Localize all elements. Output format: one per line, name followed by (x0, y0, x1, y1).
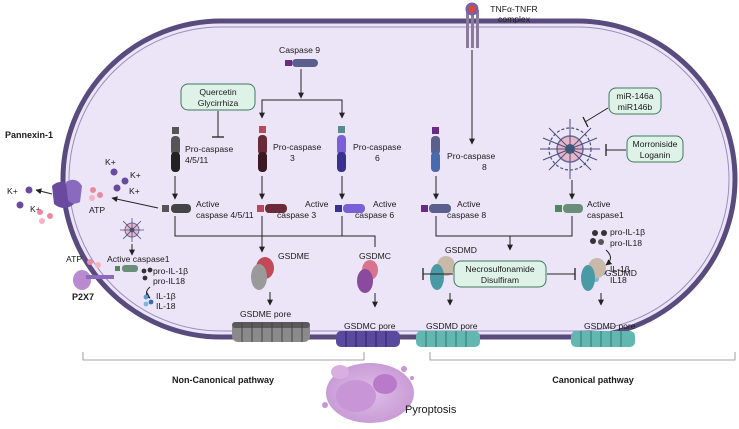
p2x7-receptor-icon (73, 270, 114, 290)
atp-label-2: ATP (66, 254, 82, 264)
active-c8-label-2: caspase 8 (447, 210, 486, 220)
gsdmd-right-protein-icon (581, 258, 606, 291)
gsdmc-label: GSDMC (359, 251, 391, 261)
procaspase-6-icon (337, 126, 346, 172)
mir146b-label: miR146b (618, 102, 653, 112)
pyroptotic-cell-icon (322, 363, 414, 423)
gsdme-pore-label: GSDME pore (240, 309, 291, 319)
noncanonical-label: Non-Canonical pathway (172, 375, 274, 385)
gsdme-protein-icon (251, 257, 274, 290)
active-c3-label-1: Active (305, 199, 329, 209)
morroniside-box (626, 135, 684, 163)
active-caspase-4511-icon (162, 204, 191, 213)
caspase9-icon (285, 59, 318, 67)
il1b-right: IL-1β (610, 264, 630, 274)
procaspase-4511-label-2: 4/5/11 (185, 155, 208, 165)
gsdmd-left-protein-icon (430, 256, 455, 290)
procaspase-3-label-2: 3 (290, 153, 295, 163)
active-caspase-6-icon (335, 204, 365, 213)
active-casp1-label-1: Active (587, 199, 611, 209)
active-c6-label-2: caspase 6 (355, 210, 394, 220)
atp-particles-inner (89, 187, 103, 201)
necrosulfonamide-label: Necrosulfonamide (465, 264, 534, 274)
k-ions (16, 168, 129, 209)
small-inflammasome-icon (120, 218, 144, 242)
active-c8-label-1: Active (457, 199, 481, 209)
quercetin-box (180, 83, 256, 111)
gsdmd-right-pore-icon (571, 331, 635, 347)
disulfiram-label: Disulfiram (481, 275, 519, 285)
active-c4511-label-1: Active (196, 199, 220, 209)
active-casp1-left-icon (115, 265, 138, 272)
procaspase-4511-icon (171, 127, 180, 172)
canonical-label: Canonical pathway (552, 375, 634, 385)
pro-il18-left: pro-IL18 (153, 276, 185, 286)
gsdme-label: GSDME (278, 251, 310, 261)
active-caspase1-icon (555, 204, 583, 213)
loganin-label: Loganin (640, 150, 671, 160)
cell-membrane-inner (68, 26, 730, 332)
pro-il1b-left: pro-IL-1β (153, 266, 188, 276)
tnf-receptor (465, 2, 479, 48)
il1b-left: IL-1β (156, 291, 176, 301)
active-caspase-8-icon (421, 204, 451, 213)
atp-label-1: ATP (89, 205, 105, 215)
glycirrhiza-label: Glycirrhiza (198, 98, 239, 108)
k-label-1: K+ (105, 157, 116, 167)
pyroptosis-label: Pyroptosis (405, 404, 457, 416)
mir146a-label: miR-146a (616, 91, 653, 101)
cell-membrane (60, 18, 738, 340)
gsdmd-left-label: GSDMD (445, 245, 477, 255)
procaspase-4511-label-1: Pro-caspase (185, 144, 233, 154)
gsdme-pore-icon (232, 322, 310, 342)
active-casp1-left-label: Active caspase1 (107, 254, 170, 264)
active-casp1-label-2: caspase1 (587, 210, 624, 220)
gsdmc-pore-label: GSDMC pore (344, 321, 396, 331)
atp-particles-outer (37, 209, 53, 224)
k-label-3: K+ (129, 186, 140, 196)
gsdmd-left-pore-label: GSDMD pore (426, 321, 478, 331)
pro-il1b-right: pro-IL-1β (610, 227, 645, 237)
k-label-4: K+ (7, 186, 18, 196)
active-c3-label-2: caspase 3 (277, 210, 316, 220)
p2x7-label: P2X7 (72, 292, 94, 302)
procaspase-8-label-2: 8 (482, 162, 487, 172)
procaspase-8-label-1: Pro-caspase (447, 151, 495, 161)
mir-box (608, 87, 662, 115)
tnf-label-1: TNFα-TNFR (490, 4, 537, 14)
active-caspase-3-icon (257, 204, 287, 213)
gsdmd-left-pore-icon (416, 331, 480, 347)
pannexin-label: Pannexin-1 (5, 130, 53, 140)
procaspase-6-label-2: 6 (375, 153, 380, 163)
atp-outer-p2x7 (87, 259, 101, 268)
tnf-label-2: complex (498, 14, 531, 24)
gsdmc-pore-icon (336, 331, 400, 347)
il18-left: IL-18 (156, 301, 176, 311)
pannexin-channel-icon (52, 179, 82, 208)
procaspase-8-icon (431, 127, 440, 172)
inflammasome-icon (540, 119, 600, 179)
active-c4511-label-2: caspase 4/5/11 (196, 210, 254, 220)
pro-cytokines-right (590, 230, 607, 245)
quercetin-label: Quercetin (199, 87, 236, 97)
gsdmd-right-label: GSDMD (605, 268, 637, 278)
pro-il18-right: pro-IL18 (610, 238, 642, 248)
k-label-2: K+ (130, 170, 141, 180)
procaspase-3-icon (258, 126, 267, 172)
procaspase-3-label-1: Pro-caspase (273, 142, 321, 152)
procaspase-6-label-1: Pro-caspase (353, 142, 401, 152)
il18-right: IL18 (610, 275, 627, 285)
k-label-5: K+ (30, 204, 41, 214)
mature-cytokines-left (143, 294, 154, 307)
necrosulfonamide-box (453, 260, 547, 288)
gsdmd-right-pore-label: GSDMD pore (584, 321, 636, 331)
caspase9-label: Caspase 9 (279, 45, 320, 55)
morroniside-label: Morroniside (633, 139, 678, 149)
pro-cytokines-left (141, 267, 153, 281)
gsdmc-protein-icon (357, 260, 378, 293)
active-c6-label-1: Active (373, 199, 397, 209)
